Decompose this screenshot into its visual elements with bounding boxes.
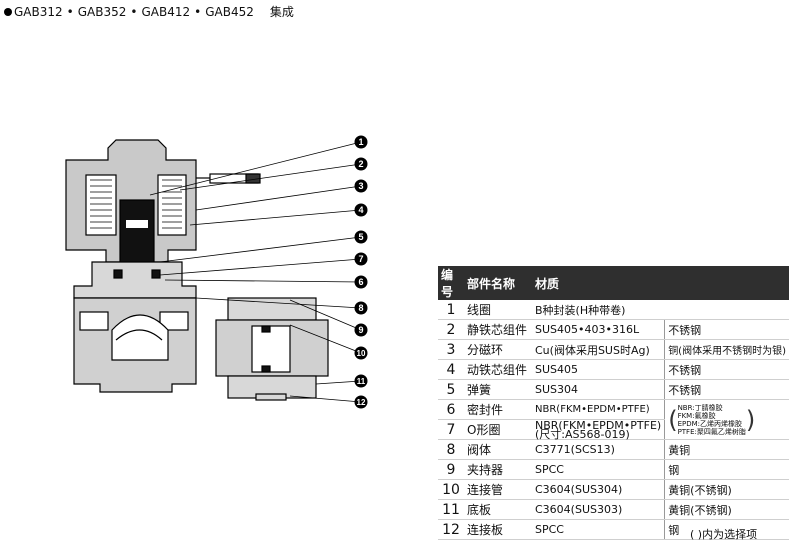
part-material: C3604(SUS304)	[532, 479, 666, 500]
part-name: 线圈	[464, 300, 532, 320]
table-row: 6 密封件 NBR(FKM•EPDM•PTFE) ( NBR:丁腈橡胶 FKM:…	[438, 399, 789, 440]
table-row: 9 夹持器 SPCC 钢	[438, 459, 789, 480]
brace-open: (	[668, 405, 678, 434]
table-row: 7 O形圈 NBR(FKM•EPDM•PTFE) (尺寸:AS568-019)	[438, 418, 789, 441]
table-row: 10 连接管 C3604(SUS304) 黄铜(不锈钢)	[438, 479, 789, 500]
table-row: 12 连接板 SPCC 钢	[438, 519, 789, 540]
legend-line: PTFE:聚四氟乙烯树脂	[677, 427, 746, 436]
part-name: 连接管	[464, 479, 532, 500]
model-name: GAB412	[141, 5, 191, 19]
callout-label: 2	[358, 159, 363, 169]
part-name: 弹簧	[464, 379, 532, 400]
table-row: 5 弹簧 SUS304 不锈钢	[438, 379, 789, 400]
part-number: 12	[438, 519, 464, 540]
part-material: SUS405	[532, 359, 666, 380]
part-material-note: (尺寸:AS568-019)	[535, 427, 630, 441]
column-header: 材质	[532, 266, 789, 300]
table-row: 1 线圈 B种封装(H种带卷)	[438, 300, 789, 320]
parts-table: 编号 部件名称 材质 1 线圈 B种封装(H种带卷) 2 静铁芯组件 SUS40…	[438, 266, 789, 540]
callout-label: 4	[358, 205, 363, 215]
part-material: Cu(阀体采用SUS时Ag)	[532, 339, 666, 360]
bullet-icon	[4, 8, 12, 16]
part-material-alt: 黄铜(不锈钢)	[664, 479, 789, 500]
part-material-alt: 铜(阀体采用不锈钢时为银)	[664, 339, 789, 360]
part-number: 7	[438, 419, 464, 440]
callout-label: 3	[358, 181, 363, 191]
part-number: 4	[438, 359, 464, 380]
part-material: NBR(FKM•EPDM•PTFE) (尺寸:AS568-019)	[532, 418, 666, 441]
callout-label: 5	[358, 232, 363, 242]
model-name: GAB452	[205, 5, 254, 19]
part-name: 底板	[464, 499, 532, 520]
callout-label: 11	[357, 377, 366, 386]
part-material-alt: 钢	[664, 519, 789, 540]
leader-lines	[149, 141, 362, 403]
table-row: 8 阀体 C3771(SCS13) 黄铜	[438, 439, 789, 460]
table-row: 2 静铁芯组件 SUS405•403•316L 不锈钢	[438, 319, 789, 340]
part-material-alt: 不锈钢	[664, 359, 789, 380]
part-number: 5	[438, 379, 464, 400]
column-header: 编号	[438, 266, 464, 300]
part-material: C3604(SUS303)	[532, 499, 666, 520]
model-name: GAB352	[77, 5, 127, 19]
part-name: 动铁芯组件	[464, 359, 532, 380]
callout-markers: 1 2 3 4 5 7 6 8 9 10 11 12	[354, 135, 368, 409]
seal-material-legend: ( NBR:丁腈橡胶 FKM:氟橡胶 EPDM:乙烯丙烯橡胶 PTFE:聚四氟乙…	[664, 399, 789, 440]
callout-label: 6	[358, 277, 363, 287]
part-name: 静铁芯组件	[464, 319, 532, 340]
callout-label: 10	[357, 349, 366, 358]
column-header: 部件名称	[464, 266, 532, 300]
table-row: 4 动铁芯组件 SUS405 不锈钢	[438, 359, 789, 380]
part-name: 夹持器	[464, 459, 532, 480]
part-material: SUS304	[532, 379, 666, 400]
part-material: NBR(FKM•EPDM•PTFE)	[532, 399, 666, 420]
part-name: 分磁环	[464, 339, 532, 360]
part-material: C3771(SCS13)	[532, 439, 666, 460]
legend-line: EPDM:乙烯丙烯橡胶	[677, 419, 742, 428]
part-name: 密封件	[464, 399, 532, 420]
part-number: 11	[438, 499, 464, 520]
valve-body-left	[65, 139, 261, 393]
part-material-alt: 黄铜	[664, 439, 789, 460]
brace-close: )	[745, 405, 756, 434]
callout-label: 1	[358, 137, 363, 147]
part-name: 连接板	[464, 519, 532, 540]
part-number: 6	[438, 399, 464, 420]
part-material: SPCC	[532, 459, 666, 480]
valve-body-right	[215, 297, 329, 401]
title-suffix: 集成	[269, 5, 294, 19]
footnote: ( )内为选择项	[690, 528, 758, 541]
separator: •	[194, 5, 202, 19]
legend-line: NBR:丁腈橡胶	[677, 403, 723, 412]
part-number: 2	[438, 319, 464, 340]
part-number: 3	[438, 339, 464, 360]
part-material-alt: 黄铜(不锈钢)	[664, 499, 789, 520]
table-row: 3 分磁环 Cu(阀体采用SUS时Ag) 铜(阀体采用不锈钢时为银)	[438, 339, 789, 360]
part-number: 8	[438, 439, 464, 460]
table-header-row: 编号 部件名称 材质	[438, 266, 789, 300]
part-material-alt: 不锈钢	[664, 319, 789, 340]
part-name: 阀体	[464, 439, 532, 460]
part-number: 10	[438, 479, 464, 500]
model-name: GAB312	[14, 5, 63, 19]
part-name: O形圈	[464, 419, 532, 440]
callout-label: 12	[357, 398, 366, 407]
legend-line: FKM:氟橡胶	[677, 411, 716, 420]
part-number: 9	[438, 459, 464, 480]
part-material-line: NBR(FKM•EPDM•PTFE)	[535, 418, 662, 432]
part-material-alt: 不锈钢	[664, 379, 789, 400]
part-number: 1	[438, 300, 464, 320]
part-material: SUS405•403•316L	[532, 319, 666, 340]
separator: •	[66, 5, 74, 19]
part-material: SPCC	[532, 519, 666, 540]
part-material-alt: 钢	[664, 459, 789, 480]
callout-label: 8	[358, 303, 363, 313]
separator: •	[130, 5, 138, 19]
callout-label: 7	[358, 254, 363, 264]
part-material: B种封装(H种带卷)	[532, 300, 789, 320]
table-row: 11 底板 C3604(SUS303) 黄铜(不锈钢)	[438, 499, 789, 520]
callout-label: 9	[358, 325, 363, 335]
